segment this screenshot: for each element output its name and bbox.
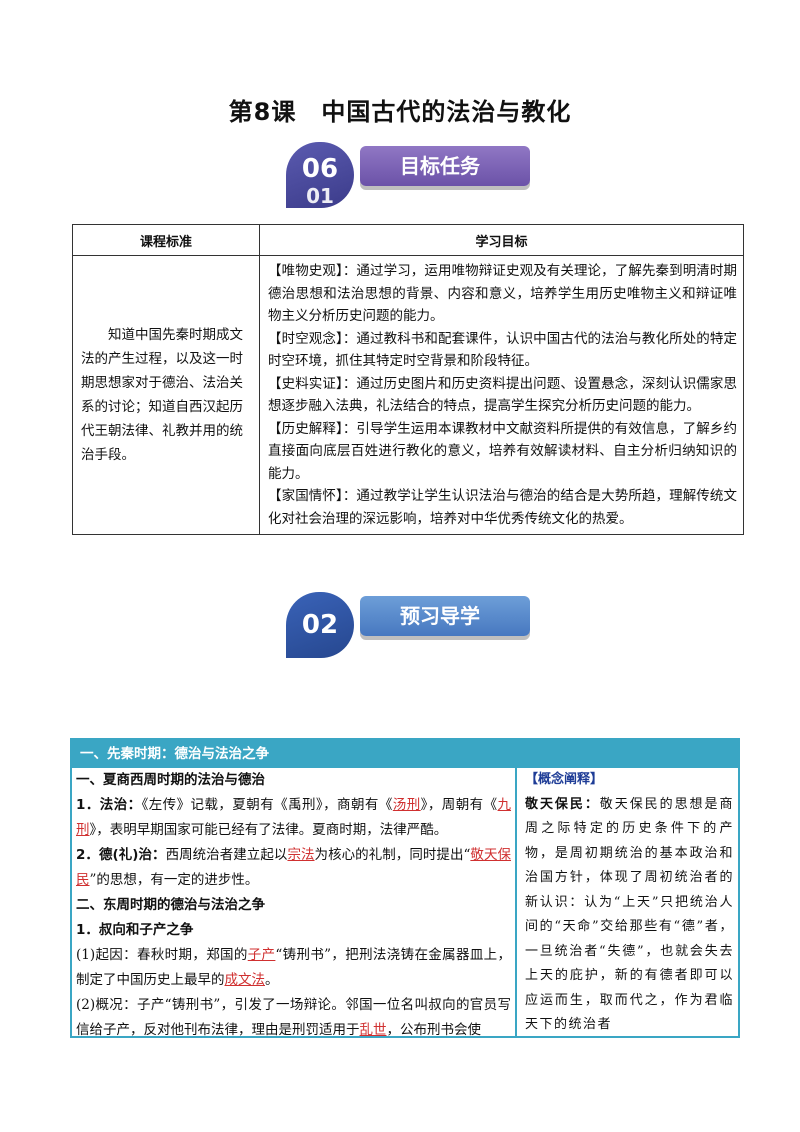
section-number: 06 xyxy=(301,154,339,184)
paragraph: (1)起因：春秋时期，郑国的子产“铸刑书”，把刑法浇铸在金属器皿上，制定了中国历… xyxy=(76,943,511,993)
section-badge-goals: 06 01 目标任务 xyxy=(286,142,530,208)
text-span: “铸刑书”，把刑法浇铸在金属器皿上，制定了中国历史上最早的 xyxy=(76,947,512,988)
table-row: 知道中国先秦时期成文法的产生过程，以及这一时期思想家对于德治、法治关系的讨论；知… xyxy=(72,255,744,535)
key-term: 成文法 xyxy=(224,972,266,988)
goal-item: 【唯物史观】：通过学习，运用唯物辩证史观及有关理论，了解先秦到明清时期德治思想和… xyxy=(268,263,737,324)
key-term: 敬天保民 xyxy=(76,847,512,888)
box-header: 一、先秦时期：德治与法治之争 xyxy=(72,740,738,768)
text-span: 》，周朝有《 xyxy=(420,797,498,813)
section-label: 预习导学 xyxy=(360,596,530,636)
section-number-sub: 01 xyxy=(306,184,334,208)
concept-title: 【概念阐释】 xyxy=(525,772,604,787)
paragraph: (2)概况：子产“铸刑书”，引发了一场辩论。邻国一位名叫叔向的官员写信给子产，反… xyxy=(76,993,511,1036)
text-span: (2)概况：子产“铸刑书”，引发了一场辩论。邻国一位名叫叔向的官员写信给子产，反… xyxy=(76,997,511,1036)
text-span: (1)起因：春秋时期，郑国的 xyxy=(76,947,248,963)
main-column: 一、夏商西周时期的法治与德治 1．法治：《左传》记载，夏朝有《禹刑》，商朝有《汤… xyxy=(72,768,517,1036)
heading: 二、东周时期的德治与法治之争 xyxy=(76,897,265,913)
text-span: ，公布刑书会使 xyxy=(386,1022,482,1036)
text-span: 为核心的礼制，同时提出“ xyxy=(314,847,471,863)
key-term: 乱世 xyxy=(359,1022,387,1036)
subheading: 1．叔向和子产之争 xyxy=(76,922,194,938)
heading: 一、夏商西周时期的法治与德治 xyxy=(76,772,265,788)
course-standard-table: 课程标准 学习目标 知道中国先秦时期成文法的产生过程，以及这一时期思想家对于德治… xyxy=(72,224,744,535)
text-span: 西周统治者建立起以 xyxy=(165,847,288,863)
term-label: 1．法治： xyxy=(76,797,142,813)
goal-item: 【历史解释】：引导学生运用本课教材中文献资料所提供的有效信息，了解乡约直接面向底… xyxy=(268,420,737,482)
table-header-row: 课程标准 学习目标 xyxy=(72,224,744,256)
key-term: 九刑 xyxy=(76,797,512,838)
goal-item: 【时空观念】：通过教科书和配套课件，认识中国古代的法治与教化所处的特定时空环境，… xyxy=(268,330,737,370)
goals-cell: 【唯物史观】：通过学习，运用唯物辩证史观及有关理论，了解先秦到明清时期德治思想和… xyxy=(259,255,744,535)
term-label: 2．德(礼)治： xyxy=(76,847,166,863)
concept-body: 敬天保民的思想是商周之际特定的历史条件下的产物，是周初期统治的基本政治和治国方针… xyxy=(525,796,734,1033)
section-number-badge: 02 xyxy=(286,592,354,658)
key-term: 宗法 xyxy=(287,847,315,863)
key-term: 汤刑 xyxy=(392,797,421,813)
paragraph: 1．法治：《左传》记载，夏朝有《禹刑》，商朝有《汤刑》，周朝有《九刑》，表明早期… xyxy=(76,793,511,843)
section-label: 目标任务 xyxy=(360,146,530,186)
text-span: 《左传》记载，夏朝有《禹刑》，商朝有《 xyxy=(141,797,393,813)
page-title: 第8课 中国古代的法治与教化 xyxy=(228,98,572,126)
content-box: 一、先秦时期：德治与法治之争 一、夏商西周时期的法治与德治 1．法治：《左传》记… xyxy=(70,738,740,1038)
header-standard: 课程标准 xyxy=(72,224,260,256)
concept-sidebar: 【概念阐释】 敬天保民：敬天保民的思想是商周之际特定的历史条件下的产物，是周初期… xyxy=(519,768,738,1036)
section-number-badge: 06 01 xyxy=(286,142,354,208)
key-term: 子产 xyxy=(247,947,276,963)
concept-text: 敬天保民：敬天保民的思想是商周之际特定的历史条件下的产物，是周初期统治的基本政治… xyxy=(525,793,734,1037)
section-badge-preview: 02 预习导学 xyxy=(286,592,530,658)
paragraph: 2．德(礼)治：西周统治者建立起以宗法为核心的礼制，同时提出“敬天保民”的思想，… xyxy=(76,843,511,893)
standard-cell: 知道中国先秦时期成文法的产生过程，以及这一时期思想家对于德治、法治关系的讨论；知… xyxy=(72,255,260,535)
text-span: 》，表明早期国家可能已经有了法律。夏商时期，法律严酷。 xyxy=(89,822,448,838)
text-span: 。 xyxy=(265,972,279,988)
section-number: 02 xyxy=(301,610,339,640)
goal-item: 【史料实证】：通过历史图片和历史资料提出问题、设置悬念，深刻认识儒家思想逐步融入… xyxy=(268,375,737,415)
goal-item: 【家国情怀】：通过教学让学生认识法治与德治的结合是大势所趋，理解传统文化对社会治… xyxy=(268,488,737,527)
concept-term: 敬天保民： xyxy=(525,796,600,812)
text-span: ”的思想，有一定的进步性。 xyxy=(89,872,259,888)
header-goals: 学习目标 xyxy=(259,224,744,256)
